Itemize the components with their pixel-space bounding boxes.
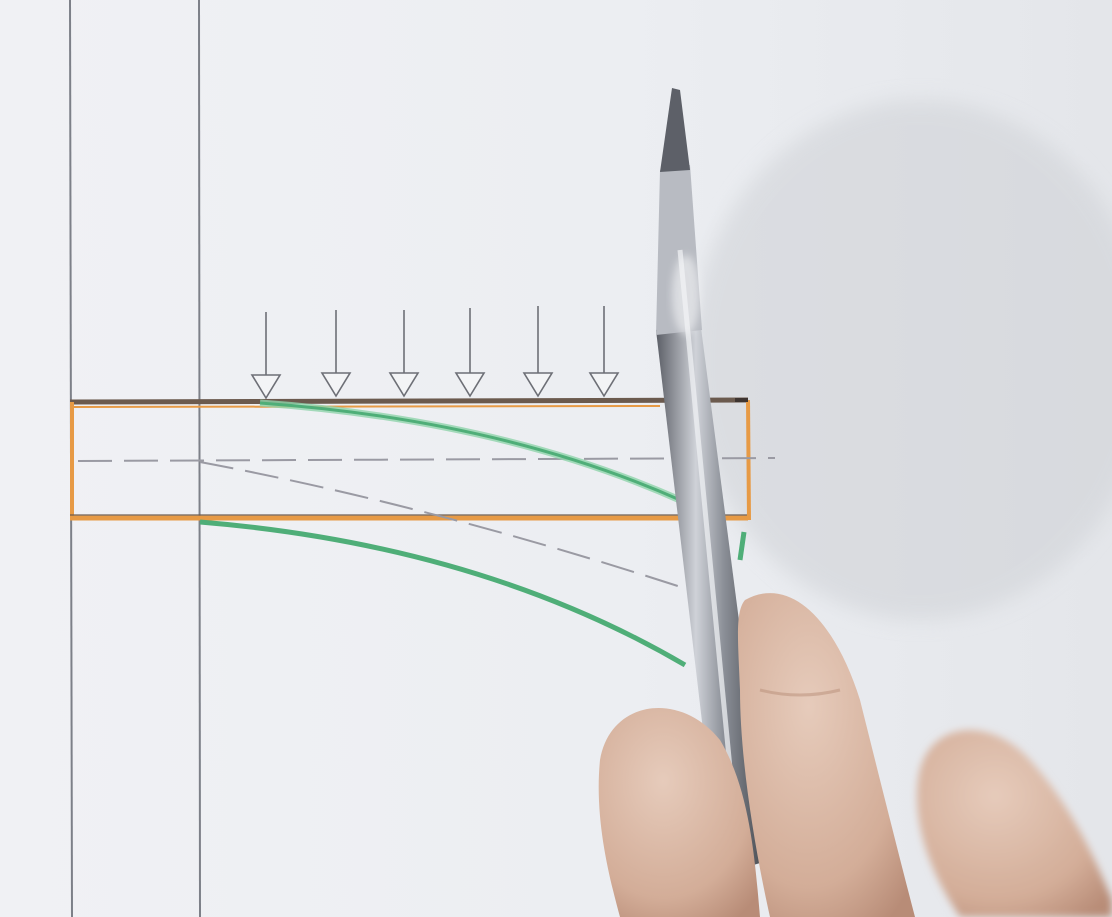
pencil-highlight [677, 249, 738, 821]
wall-line [198, 0, 201, 917]
load-arrow [522, 306, 554, 398]
middle-finger [917, 730, 1112, 917]
deflected-bottom-curve [199, 519, 687, 668]
pencil-glare [672, 255, 700, 335]
distributed-load-arrows [250, 306, 620, 400]
pencil [656, 88, 770, 875]
deflected-tip-mark [737, 531, 747, 561]
beam-top-edge [69, 397, 749, 405]
index-finger [737, 593, 915, 917]
pencil-tip [660, 88, 690, 172]
neutral-axis [77, 457, 776, 462]
thumb [598, 707, 760, 917]
finger-crease [759, 688, 841, 697]
hand [598, 593, 1112, 917]
beam-right-edge [746, 399, 751, 521]
load-arrow [320, 310, 352, 398]
beam-top-orange [69, 405, 661, 408]
cantilever-beam [69, 397, 751, 521]
load-arrow [388, 310, 420, 398]
load-arrow [250, 312, 282, 400]
deflected-neutral-axis [199, 461, 691, 591]
hand-shadow [690, 100, 1112, 620]
load-arrow [454, 308, 486, 398]
load-arrow [588, 306, 620, 398]
deflected-top-curve-line [259, 401, 681, 502]
